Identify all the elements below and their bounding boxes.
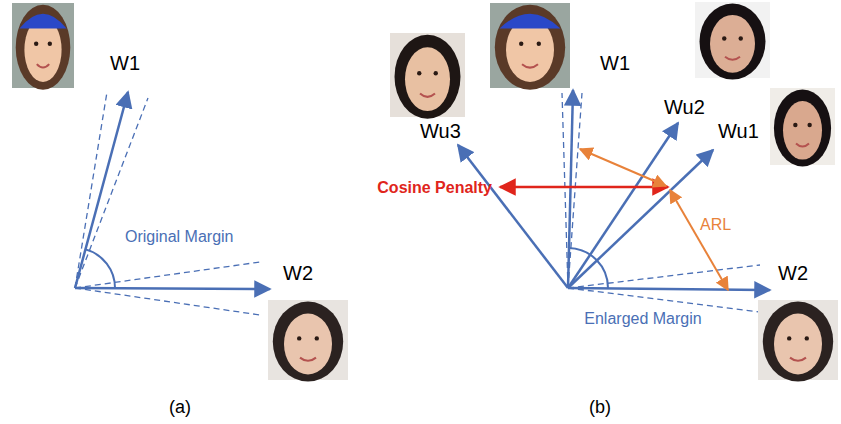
vector-label: W2 <box>778 262 808 284</box>
mouth <box>300 358 316 361</box>
face-photo <box>770 88 835 167</box>
eye <box>48 42 52 46</box>
penalty-label: Cosine Penalty <box>377 179 492 197</box>
eye <box>417 71 421 75</box>
margin-arc <box>85 249 115 288</box>
face-skin <box>774 314 822 375</box>
class-vector <box>568 150 713 288</box>
margin-boundary <box>562 93 568 288</box>
photo-clip <box>695 2 770 78</box>
face-photo <box>390 33 465 119</box>
eye <box>297 336 301 340</box>
vector-label: W2 <box>283 262 313 284</box>
eye <box>807 123 811 127</box>
panel-label: (b) <box>589 398 611 418</box>
face-photo <box>490 3 570 90</box>
arl-arrow <box>580 149 666 186</box>
eye <box>722 36 726 40</box>
margin-arc <box>569 248 608 288</box>
vector-label: W1 <box>110 52 140 74</box>
hair <box>763 302 833 382</box>
eye <box>34 42 38 46</box>
margin-boundary <box>568 265 760 288</box>
margin-boundary <box>568 288 760 312</box>
margin-boundary <box>75 98 148 288</box>
face-skin <box>710 15 755 73</box>
face-photo <box>12 3 74 90</box>
loss-label: ARL <box>700 216 731 234</box>
eye <box>315 336 319 340</box>
margin-boundary <box>75 288 260 315</box>
class-vector <box>458 145 568 288</box>
hat <box>19 14 66 29</box>
face-photo <box>695 2 770 80</box>
eye <box>519 42 523 46</box>
face-photo <box>758 300 838 382</box>
mouth <box>522 64 538 67</box>
vector-label: Wu2 <box>664 96 705 118</box>
photo-clip <box>268 300 348 380</box>
class-vector <box>75 288 270 289</box>
face-skin <box>284 314 332 375</box>
margin-label: Enlarged Margin <box>584 310 701 328</box>
class-vector <box>75 92 128 288</box>
class-vector <box>568 90 573 288</box>
mouth <box>796 143 809 146</box>
hair <box>16 5 71 90</box>
vector-label: Wu1 <box>718 120 759 142</box>
vector-label: W1 <box>600 52 630 74</box>
face-photo <box>268 300 348 382</box>
photo-clip <box>12 3 74 88</box>
hat <box>500 14 561 29</box>
eye <box>434 71 438 75</box>
hair <box>273 302 343 382</box>
eye <box>793 123 797 127</box>
class-vector <box>568 123 678 288</box>
mouth <box>790 358 806 361</box>
hair <box>395 35 461 119</box>
hair <box>700 4 766 80</box>
margin-boundary <box>75 262 260 288</box>
eye <box>739 36 743 40</box>
panel-label: (a) <box>169 398 191 418</box>
photo-clip <box>758 300 838 380</box>
mouth <box>37 64 49 67</box>
arl-arrow <box>670 190 728 290</box>
mouth <box>725 57 740 60</box>
eye <box>805 336 809 340</box>
cosine-penalty-arrow <box>500 186 668 189</box>
photo-clip <box>770 88 835 165</box>
vector-label: Wu3 <box>420 120 461 142</box>
hair <box>495 5 565 90</box>
eye <box>787 336 791 340</box>
margin-label: Original Margin <box>125 228 233 246</box>
face-skin <box>783 101 822 160</box>
mouth <box>420 93 435 96</box>
hair <box>774 90 831 167</box>
photo-clip <box>390 33 465 117</box>
face-skin <box>405 47 450 111</box>
eye <box>537 42 541 46</box>
photo-clip <box>490 3 570 88</box>
class-vector <box>568 288 770 290</box>
